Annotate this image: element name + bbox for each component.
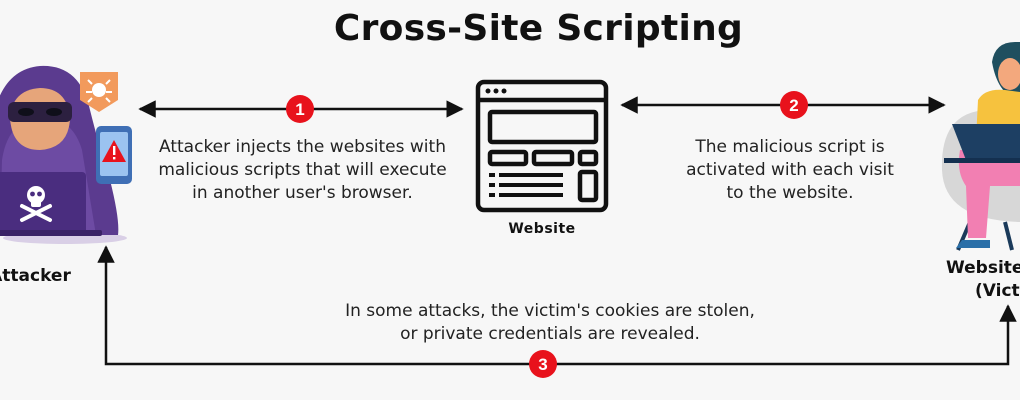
step-3-description: In some attacks, the victim's cookies ar… — [300, 300, 800, 346]
website-icon — [475, 79, 609, 213]
website-icon-details — [485, 88, 563, 197]
warning-icon — [102, 140, 126, 162]
step-badge-1: 1 — [286, 95, 314, 123]
victim-illustration — [941, 42, 1020, 251]
step-badge-3: 3 — [529, 350, 557, 378]
victim-label-line1: Website — [946, 258, 1020, 278]
page-title: Cross-Site Scripting — [333, 8, 744, 49]
attacker-label: Attacker — [0, 266, 71, 286]
step-number-1: 1 — [295, 100, 304, 119]
phone-warning — [96, 126, 132, 184]
step-3-line: or private credentials are revealed. — [400, 324, 700, 344]
website-label: Website — [508, 221, 576, 237]
step-2-line: The malicious script is — [695, 137, 885, 157]
step-number-2: 2 — [789, 96, 798, 115]
step-1-line: Attacker injects the websites with — [159, 137, 446, 157]
step-1-line: malicious scripts that will execute — [158, 160, 447, 180]
attacker-illustration — [0, 65, 132, 244]
step-1-description: Attacker injects the websites with malic… — [140, 136, 465, 205]
step-1-line: in another user's browser. — [192, 183, 413, 203]
step-3-line: In some attacks, the victim's cookies ar… — [345, 301, 755, 321]
victim-label-line2: (Victi — [975, 281, 1020, 301]
step-badge-2: 2 — [780, 91, 808, 119]
step-2-line: to the website. — [726, 183, 854, 203]
step-2-line: activated with each visit — [686, 160, 894, 180]
skull-icon — [20, 186, 52, 222]
step-number-3: 3 — [538, 355, 547, 374]
bug-icon — [80, 72, 118, 112]
step-2-description: The malicious script is activated with e… — [650, 136, 930, 205]
